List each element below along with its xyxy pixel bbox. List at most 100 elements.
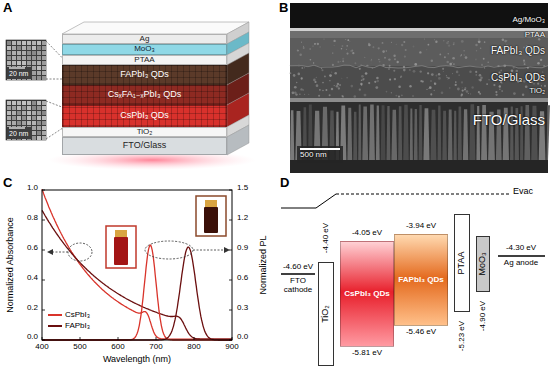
sem-speckle [429,86,432,89]
spectrum-curve [42,247,232,340]
sem-speckle [452,57,455,60]
energy-label: -5.81 eV [352,349,382,358]
nanocube [37,76,41,80]
sem-speckle [463,54,465,56]
scale-label: 500 nm [300,151,327,160]
sem-speckle [323,38,325,40]
sem-speckle [461,54,462,55]
nanocube [17,61,21,65]
energy-label: -3.94 eV [406,222,436,231]
sem-speckle [413,46,415,48]
fto-grain [358,105,361,161]
tick [42,190,45,191]
sem-speckle [354,95,357,98]
sem-speckle [322,90,323,91]
sem-speckle [484,41,486,43]
legend: CsPbI₃FAPbI₃ [48,309,90,331]
sem-speckle [345,39,346,40]
tick-label: 500 [73,343,86,352]
nanocube [7,61,11,65]
sem-speckle [475,71,477,73]
layer-label: CsPbI₃ QDs [491,72,545,83]
tick [229,310,232,311]
tick [42,337,43,340]
nanocube [42,61,46,65]
nanocube [7,101,11,105]
sem-speckle [299,53,301,55]
tick-label: 1.5 [237,184,248,193]
sem-speckle [476,74,477,75]
nanocube [37,56,41,60]
tick-label: 800 [187,343,200,352]
sem-speckle [434,82,436,84]
nanocube [12,116,16,120]
nanocube [22,106,26,110]
sem-speckle [342,60,344,62]
sem-speckle [430,80,431,81]
sem-speckle [478,38,480,40]
nanocube [37,111,41,115]
sem-speckle [480,47,482,49]
substrate-slab: FTO/Glass [62,137,227,155]
nanocube [42,121,46,125]
nanocube [22,101,26,105]
energy-label: Ag anode [504,259,538,268]
tick-label: 700 [149,343,162,352]
fto-grain [448,110,453,160]
band-label: MoO₃ [478,252,488,275]
sem-speckle [446,42,449,45]
sem-speckle [346,53,348,55]
tick-label: 0.6 [27,244,38,253]
layer-label: CsₓFA₁₋ₓPbI₃ QDs [108,90,181,100]
nanocube [37,46,41,50]
sem-speckle [444,56,446,58]
sem-speckle [338,87,340,89]
energy-label: -5.23 eV [458,321,467,351]
sem-speckle [391,42,392,43]
nanocube [32,56,36,60]
sem-speckle [446,75,447,76]
sem-speckle [325,89,327,91]
sem-speckle [346,45,348,47]
sem-speckle [463,50,464,51]
nanocube [32,101,36,105]
vial-liquid [114,237,128,265]
sem-speckle [350,85,353,88]
energy-label: -5.46 eV [406,328,436,337]
tick-label: 0.9 [237,244,248,253]
tick [156,337,157,340]
nanocube [37,61,41,65]
sem-inset [6,40,46,80]
sem-speckle [525,85,528,88]
sem-insets [6,40,46,140]
fto-grain [391,110,397,160]
sem-speckle [371,63,372,64]
nanocube [32,106,36,110]
nanocube [27,121,31,125]
sem-speckle [426,49,427,50]
dashed-ellipse [145,241,193,259]
nanocube [42,131,46,135]
axis-title: Normalized PL [259,235,269,294]
sem-speckle [453,42,455,44]
sem-speckle [304,67,305,68]
tick-label: 0.4 [27,274,38,283]
tick [42,280,45,281]
nanocube [17,56,21,60]
sem-speckle [319,89,321,91]
vial-photo [196,196,226,236]
fto-grain [463,109,468,160]
axis-title: Wavelength (nm) [103,355,171,365]
layer-label: FTO/Glass [123,141,166,151]
sem-speckle [341,95,342,96]
nanocube [7,106,11,110]
nanocube [42,56,46,60]
tick-label: 0.3 [237,304,248,313]
axis-pointer [53,252,68,253]
energy-label: -4.60 eV [283,263,313,272]
nanocube [37,131,41,135]
layer-label: TiO₂ [529,87,545,96]
sem-speckle [503,64,506,67]
sem-speckle [420,80,422,82]
fto-grain [369,104,375,160]
